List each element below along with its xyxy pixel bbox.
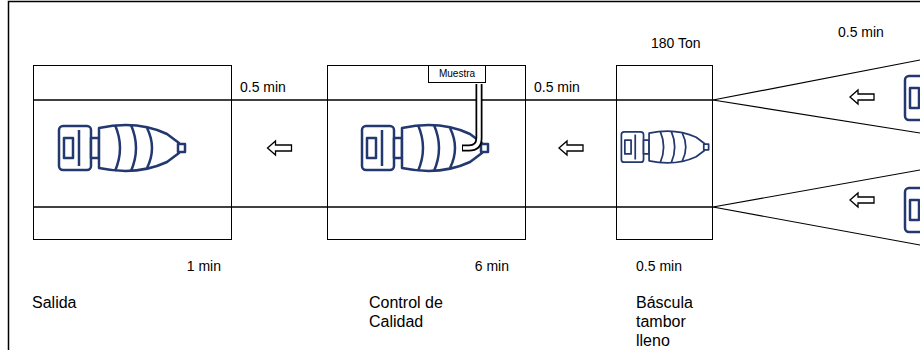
flow-arrowhead [268,141,292,155]
travel-time-label: 0.5 min [836,24,886,40]
sample-pipe [462,84,479,148]
lane-connector [232,100,327,207]
station-box: Báscula tambor lleno180 Ton0.5 min [616,65,713,240]
mixer-truck-icons [59,75,920,233]
station-box: Control de Calidad6 minMuestra [327,65,526,240]
time-label: 0.5 min [636,258,682,274]
flow-arrowhead [559,141,583,155]
lane-line [232,206,327,208]
lane-line [526,99,616,101]
station-box: Salida1 min [33,65,232,240]
time-label: 6 min [475,258,509,274]
flow-arrow-symbol [850,90,874,207]
entry-funnel-lines [713,60,920,245]
lane-line [232,99,327,101]
sample-box: Muestra [428,65,486,83]
outer-frame [9,2,920,350]
travel-time-label: 0.5 min [532,79,582,95]
sample-label: Muestra [439,68,475,79]
lane-line [526,206,616,208]
time-label: 180 Ton [651,35,701,51]
lane-connector [526,100,616,207]
travel-time-label: 0.5 min [238,79,288,95]
station-name: Báscula tambor lleno [636,293,721,350]
station-name: Control de Calidad [369,293,464,331]
time-label: 1 min [187,258,221,274]
station-lane-lines [33,100,713,207]
station-name: Salida [32,293,76,312]
